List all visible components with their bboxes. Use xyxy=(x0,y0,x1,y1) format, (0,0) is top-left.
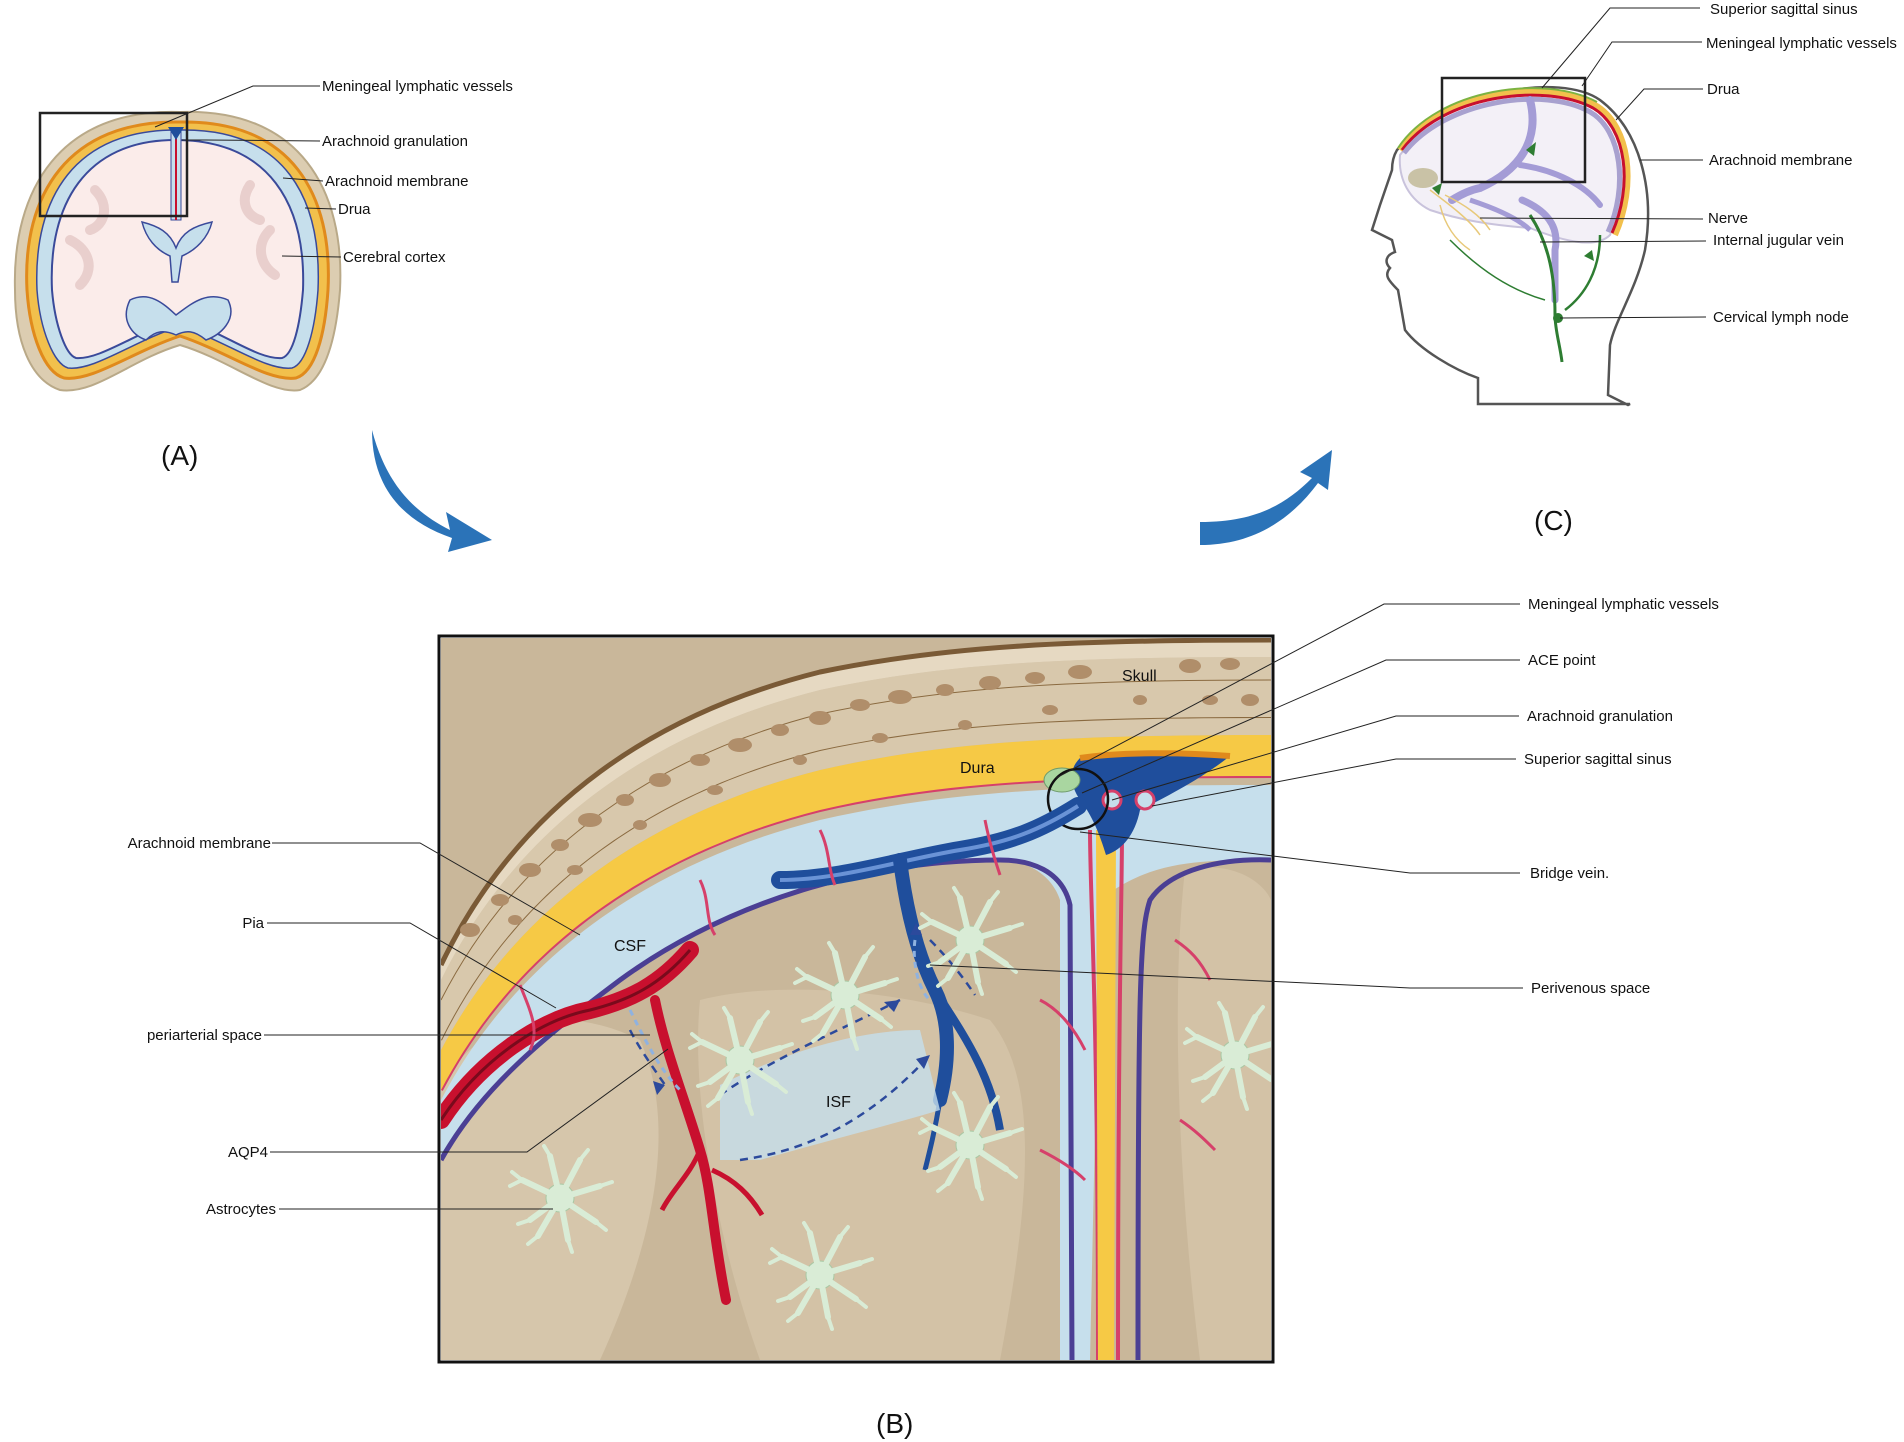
inner-label-csf: CSF xyxy=(614,938,646,955)
panel-c-labels: Superior sagittal sinus Meningeal lympha… xyxy=(1706,1,1897,326)
panel-b-right-leaders xyxy=(929,603,1523,989)
panel-c-leaders xyxy=(1479,7,1707,319)
panel-c-label-drua: Drua xyxy=(1707,81,1740,98)
panel-c-label-arachnoid-membrane: Arachnoid membrane xyxy=(1709,152,1852,169)
ace-point-circle xyxy=(1046,767,1110,831)
panel-b-diagram xyxy=(441,638,1271,1360)
panel-a-label-cerebral-cortex: Cerebral cortex xyxy=(343,249,446,266)
inner-label-skull: Skull xyxy=(1122,668,1157,685)
panel-b-right-labels: Meningeal lymphatic vessels ACE point Ar… xyxy=(1524,596,1719,997)
panel-c-zoom-box xyxy=(1440,76,1587,184)
inner-label-isf: ISF xyxy=(826,1094,851,1111)
panel-b-label-aqp4: AQP4 xyxy=(228,1144,268,1161)
panel-b-label-periarterial-space: periarterial space xyxy=(147,1027,262,1044)
panel-a-title: (A) xyxy=(161,440,198,471)
panel-b-left-labels: Arachnoid membrane Pia periarterial spac… xyxy=(128,835,276,1218)
panel-a-label-arachnoid-granulation: Arachnoid granulation xyxy=(322,133,468,150)
panel-c-label-cervical-lymph-node: Cervical lymph node xyxy=(1713,309,1849,326)
panel-b-left-leaders xyxy=(264,842,669,1210)
panel-b-inner-labels: Skull Dura CSF ISF xyxy=(614,668,1157,1111)
skull-pores xyxy=(460,658,1259,937)
panel-b-label-ace-point: ACE point xyxy=(1528,652,1596,669)
panel-b-label-arachnoid-membrane: Arachnoid membrane xyxy=(128,835,271,852)
panel-b-label-meningeal-lymphatic: Meningeal lymphatic vessels xyxy=(1528,596,1719,613)
panel-b-frame xyxy=(437,634,1275,1364)
panel-a-zoom-box xyxy=(38,111,189,218)
panel-b-label-astrocytes: Astrocytes xyxy=(206,1201,276,1218)
panel-a-label-drua: Drua xyxy=(338,201,371,218)
panel-c-label-meningeal-lymphatic: Meningeal lymphatic vessels xyxy=(1706,35,1897,52)
panel-c-title: (C) xyxy=(1534,505,1573,536)
panel-b-label-superior-sagittal-sinus: Superior sagittal sinus xyxy=(1524,751,1672,768)
panel-b-label-arachnoid-granulation: Arachnoid granulation xyxy=(1527,708,1673,725)
panel-a-ventricles xyxy=(140,220,214,283)
panel-b-title: (B) xyxy=(876,1408,913,1439)
inner-label-dura: Dura xyxy=(960,760,995,777)
panel-c-label-superior-sagittal-sinus: Superior sagittal sinus xyxy=(1710,1,1858,18)
panel-b-label-pia: Pia xyxy=(242,915,264,932)
panel-a-labels: Meningeal lymphatic vessels Arachnoid gr… xyxy=(322,78,513,266)
panel-c-label-nerve: Nerve xyxy=(1708,210,1748,227)
panel-c-diagram xyxy=(1370,76,1650,407)
panel-a-diagram xyxy=(13,110,342,392)
panel-b-label-perivenous-space: Perivenous space xyxy=(1531,980,1650,997)
panel-a-label-arachnoid-membrane: Arachnoid membrane xyxy=(325,173,468,190)
panel-b-label-bridge-vein: Bridge vein. xyxy=(1530,865,1609,882)
panel-a-label-meningeal-lymphatic: Meningeal lymphatic vessels xyxy=(322,78,513,95)
curved-arrow-a-to-b xyxy=(372,430,492,552)
panel-c-label-internal-jugular-vein: Internal jugular vein xyxy=(1713,232,1844,249)
panel-a-leaders xyxy=(154,85,342,258)
curved-arrow-b-to-c xyxy=(1200,450,1332,545)
